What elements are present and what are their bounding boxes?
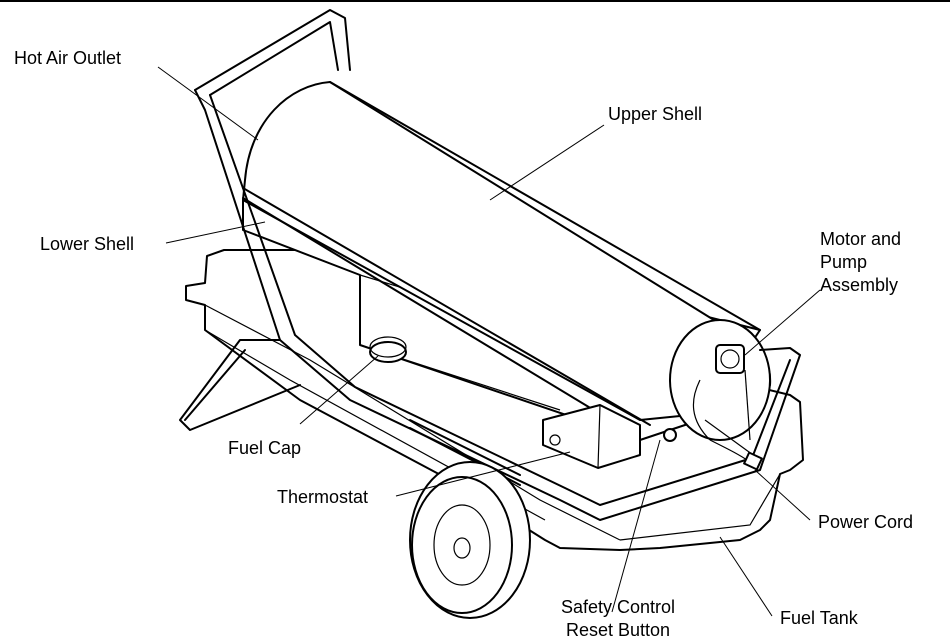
safety-button-shape: [663, 428, 677, 442]
stand-legs: [179, 339, 301, 431]
label-power-cord: Power Cord: [818, 512, 914, 532]
leader-lines: [157, 66, 821, 617]
axle: [409, 419, 521, 476]
label-hot-air-outlet: Hot Air Outlet: [14, 48, 122, 68]
label-motor-line2: Pump: [820, 252, 868, 272]
label-safety-line2: Reset Button: [565, 620, 671, 640]
power-cord-shape: [709, 439, 763, 471]
label-upper-shell: Upper Shell: [608, 104, 703, 124]
label-fuel-cap: Fuel Cap: [228, 438, 302, 458]
wheel: [409, 461, 531, 619]
label-motor-line3: Assembly: [820, 275, 899, 295]
label-thermostat: Thermostat: [277, 487, 369, 507]
label-lower-shell: Lower Shell: [40, 234, 135, 254]
label-fuel-tank: Fuel Tank: [780, 608, 858, 628]
motor-pump-detail: [692, 344, 761, 461]
label-safety-line1: Safety Control: [560, 597, 676, 617]
fuel-cap-shape: [369, 336, 407, 363]
label-motor-line1: Motor and: [820, 229, 902, 249]
label-safety-control: Safety Control Reset Button: [548, 596, 688, 642]
label-motor-pump-assembly: Motor and Pump Assembly: [820, 228, 901, 297]
upper-shell-shape: [242, 81, 772, 441]
